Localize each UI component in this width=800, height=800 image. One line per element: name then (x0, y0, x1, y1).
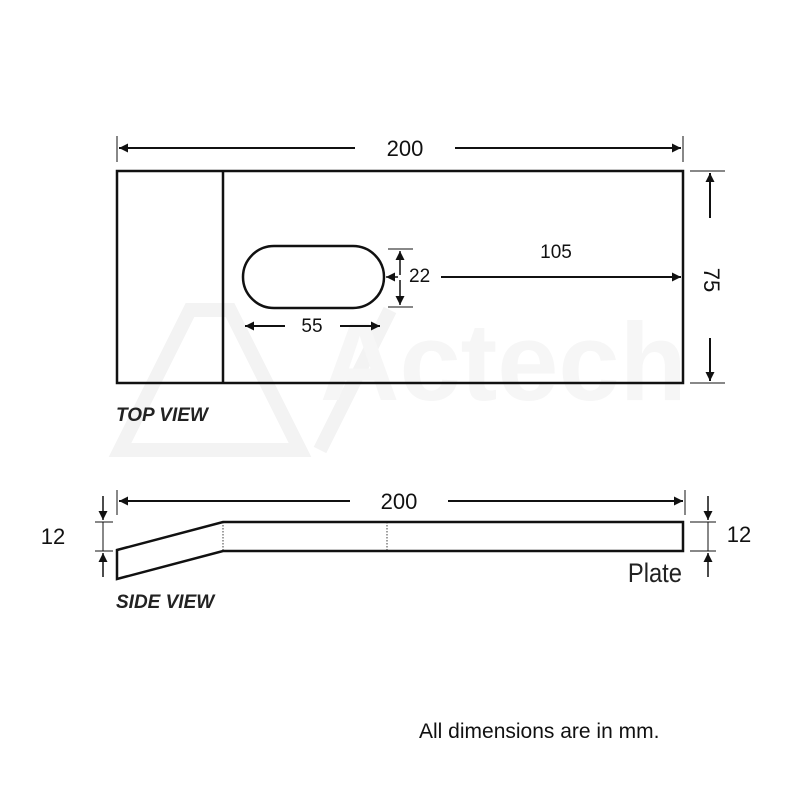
top-view: 200 75 22 105 55 TOP VIEW (115, 136, 725, 426)
dim-slot-length: 55 (301, 316, 322, 337)
part-label: Plate (628, 559, 682, 589)
top-view-label: TOP VIEW (116, 405, 210, 426)
dim-length-side: 200 (381, 489, 418, 514)
side-view-label: SIDE VIEW (116, 592, 216, 613)
slot (241, 244, 386, 310)
plate-outline (115, 169, 685, 385)
units-note: All dimensions are in mm. (419, 720, 659, 743)
plate-profile (115, 520, 685, 581)
side-view: 200 12 12 Plate SIDE VIEW (41, 489, 751, 613)
dim-width-top: 75 (699, 268, 724, 292)
watermark-text: Actech (320, 301, 687, 424)
dim-thickness-right: 12 (727, 522, 751, 547)
dim-slot-offset: 105 (540, 242, 572, 263)
dim-slot-width: 22 (409, 266, 430, 287)
dim-length-top: 200 (387, 136, 424, 161)
watermark-logo: Actech (108, 301, 687, 457)
dim-thickness-left: 12 (41, 524, 65, 549)
